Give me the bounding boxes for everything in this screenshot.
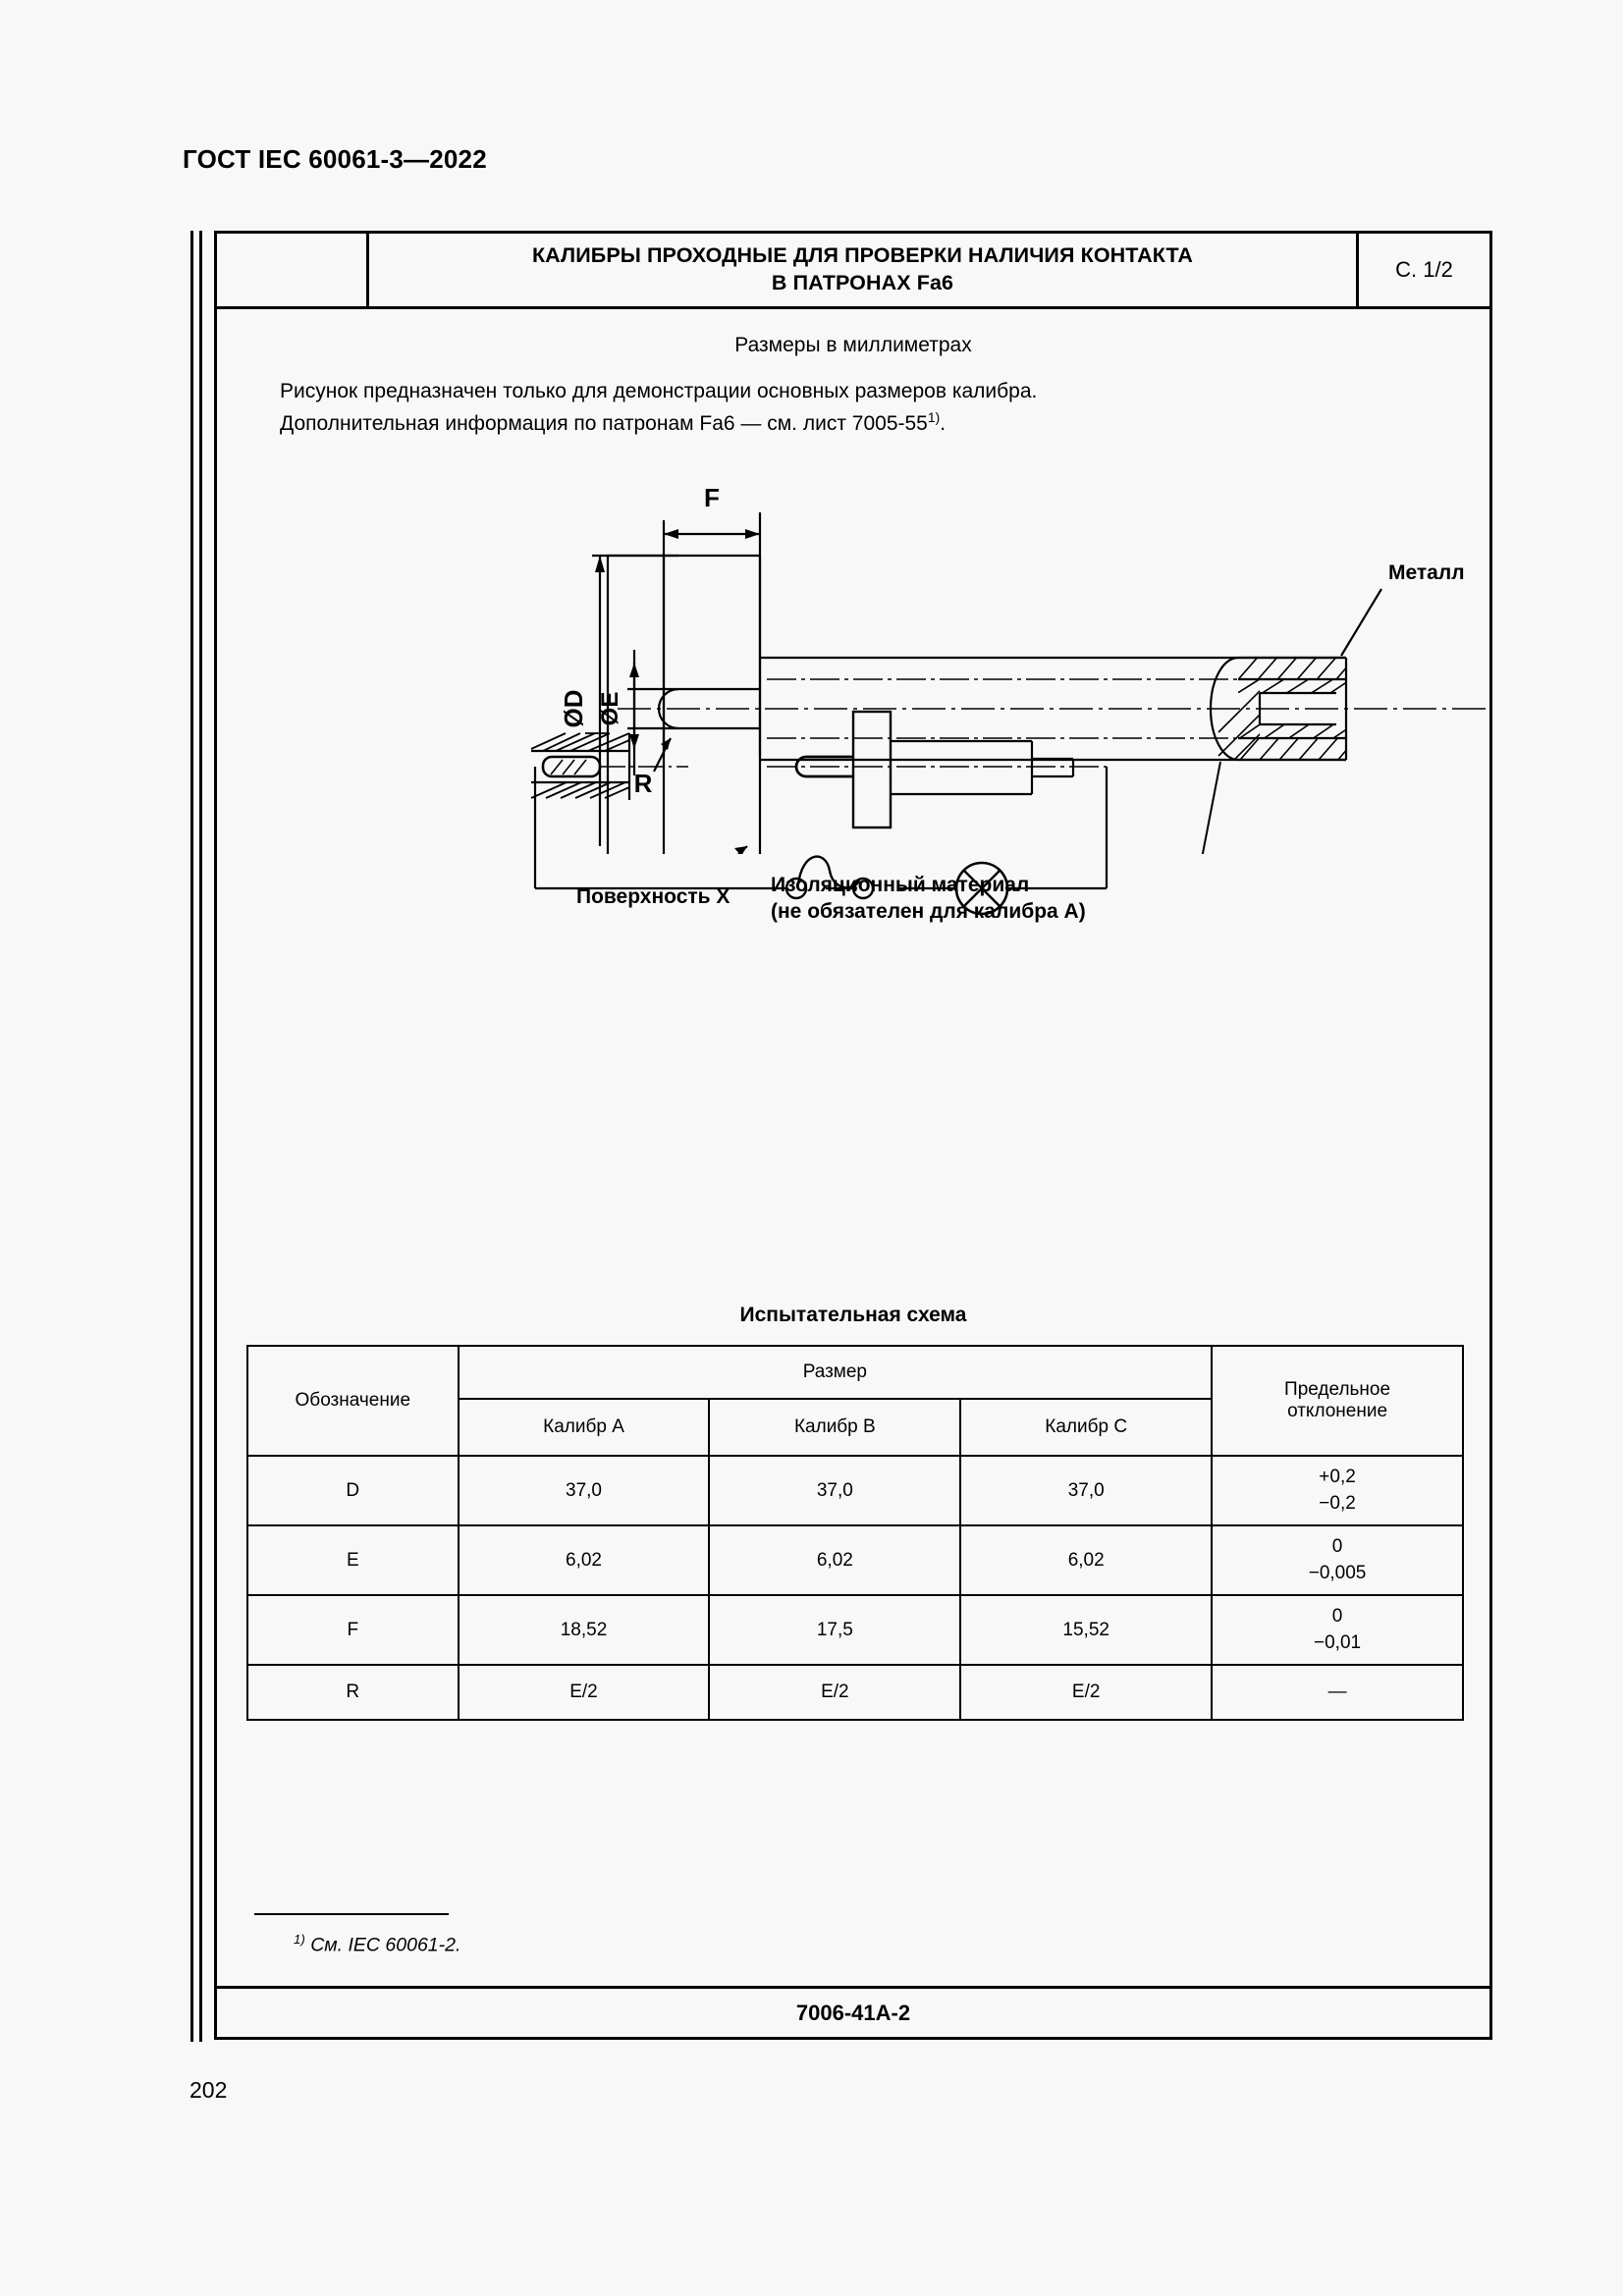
intro-line-2-tail: .: [940, 411, 947, 435]
deviation-lower: −0,2: [1319, 1492, 1356, 1514]
cell-gauge-b: 6,02: [708, 1524, 962, 1596]
deviation-upper: 0: [1331, 1535, 1343, 1557]
sheet-title-line-1: КАЛИБРЫ ПРОХОДНЫЕ ДЛЯ ПРОВЕРКИ НАЛИЧИЯ К…: [531, 243, 1194, 268]
test-circuit-svg: [530, 710, 1109, 916]
running-head: ГОСТ IEC 60061-3—2022: [183, 144, 487, 174]
cell-gauge-c: 15,52: [959, 1594, 1214, 1666]
th-designation: Обозначение: [246, 1345, 460, 1457]
deviation-upper: +0,2: [1319, 1466, 1356, 1487]
intro-text: Рисунок предназначен только для демонстр…: [280, 377, 1450, 439]
label-insulating-material: Изоляционный материал (не обязателен для…: [771, 872, 1086, 926]
dimension-label-d: ØD: [559, 690, 588, 728]
table-row: R E/2 E/2 E/2 —: [246, 1664, 1464, 1721]
intro-footnote-marker: 1): [927, 408, 941, 425]
dimension-label-f: F: [704, 483, 720, 512]
cell-deviation: +0,2 −0,2: [1211, 1455, 1464, 1526]
gauge-drawing-svg: F ØD ØE R Металл: [559, 483, 1489, 854]
label-metal: Металл: [1388, 561, 1465, 584]
cell-deviation: —: [1211, 1664, 1464, 1721]
caption-test-circuit: Испытательная схема: [739, 1304, 967, 1326]
deviation-upper: —: [1327, 1681, 1347, 1702]
th-deviation-line-2: отклонение: [1287, 1401, 1388, 1421]
table-header-row-2: Калибр A Калибр B Калибр C: [247, 1398, 1463, 1457]
title-band-left-cell: [217, 234, 369, 306]
sheet-title-line-2: В ПАТРОНАХ Fa6: [771, 271, 954, 294]
dimension-label-e: ØE: [597, 692, 623, 726]
cell-gauge-c: 37,0: [959, 1455, 1214, 1526]
intro-line-2-text: Дополнительная информация по патронам Fa…: [280, 411, 928, 435]
label-insulating-material-line-2: (не обязателен для калибра A): [771, 900, 1086, 924]
cell-gauge-b: 17,5: [708, 1594, 962, 1666]
sheet-title: КАЛИБРЫ ПРОХОДНЫЕ ДЛЯ ПРОВЕРКИ НАЛИЧИЯ К…: [369, 234, 1359, 306]
intro-line-2: Дополнительная информация по патронам Fa…: [280, 407, 1450, 440]
label-insulating-material-line-1: Изоляционный материал: [771, 874, 1030, 896]
page-number: 202: [189, 2077, 228, 2103]
sheet-page-indicator: С. 1/2: [1395, 257, 1453, 282]
table-header-row-1: Обозначение Размер Предельное отклонение: [246, 1345, 1464, 1457]
cell-gauge-a: 6,02: [457, 1524, 711, 1596]
cell-deviation: 0 −0,005: [1211, 1524, 1464, 1596]
sheet-code-footer: 7006-41A-2: [217, 1986, 1489, 2037]
footnote-marker: 1): [294, 1931, 305, 1947]
th-gauge-a: Калибр A: [457, 1398, 711, 1457]
table-row: D 37,0 37,0 37,0 +0,2 −0,2: [246, 1455, 1464, 1526]
cell-designation: D: [246, 1455, 460, 1526]
deviation-lower: −0,01: [1314, 1631, 1362, 1653]
cell-gauge-b: 37,0: [708, 1455, 962, 1526]
cell-deviation: 0 −0,01: [1211, 1594, 1464, 1666]
th-deviation: Предельное отклонение: [1211, 1345, 1464, 1457]
sheet-body: Размеры в миллиметрах Рисунок предназнач…: [217, 309, 1489, 1986]
cell-designation: F: [246, 1594, 460, 1666]
th-gauge-b: Калибр B: [708, 1398, 962, 1457]
deviation-upper: 0: [1331, 1605, 1343, 1627]
table-row: F 18,52 17,5 15,52 0 −0,01: [246, 1594, 1464, 1666]
gauge-technical-drawing: F ØD ØE R Металл Поверхность X Изоляцион…: [217, 461, 1489, 1080]
binding-mark-outer: [190, 231, 193, 2042]
cell-gauge-c: 6,02: [959, 1524, 1214, 1596]
footnote-rule: [254, 1913, 449, 1915]
units-note: Размеры в миллиметрах: [734, 334, 972, 356]
cell-designation: R: [246, 1664, 460, 1721]
cell-gauge-c: E/2: [959, 1664, 1214, 1721]
th-deviation-line-1: Предельное: [1284, 1379, 1391, 1400]
cell-gauge-a: E/2: [457, 1664, 711, 1721]
intro-line-1: Рисунок предназначен только для демонстр…: [280, 380, 1038, 402]
table-row: E 6,02 6,02 6,02 0 −0,005: [246, 1524, 1464, 1596]
deviation-lower: −0,005: [1308, 1562, 1367, 1583]
th-size-group: Размер: [457, 1345, 1214, 1400]
sheet-title-band: КАЛИБРЫ ПРОХОДНЫЕ ДЛЯ ПРОВЕРКИ НАЛИЧИЯ К…: [217, 234, 1489, 309]
test-circuit-diagram: [217, 692, 1489, 928]
standard-sheet-frame: КАЛИБРЫ ПРОХОДНЫЕ ДЛЯ ПРОВЕРКИ НАЛИЧИЯ К…: [214, 231, 1492, 2040]
dimensions-table: Обозначение Размер Предельное отклонение…: [246, 1345, 1464, 1721]
cell-gauge-a: 18,52: [457, 1594, 711, 1666]
label-surface-x: Поверхность X: [576, 885, 730, 908]
footnote: 1) См. IEC 60061-2.: [294, 1932, 460, 1957]
cell-designation: E: [246, 1524, 460, 1596]
th-gauge-c: Калибр C: [959, 1398, 1214, 1457]
cell-gauge-a: 37,0: [457, 1455, 711, 1526]
cell-gauge-b: E/2: [708, 1664, 962, 1721]
footnote-text: См. IEC 60061-2.: [304, 1934, 461, 1955]
binding-mark-inner: [199, 231, 202, 2042]
dimension-label-r: R: [634, 769, 653, 798]
